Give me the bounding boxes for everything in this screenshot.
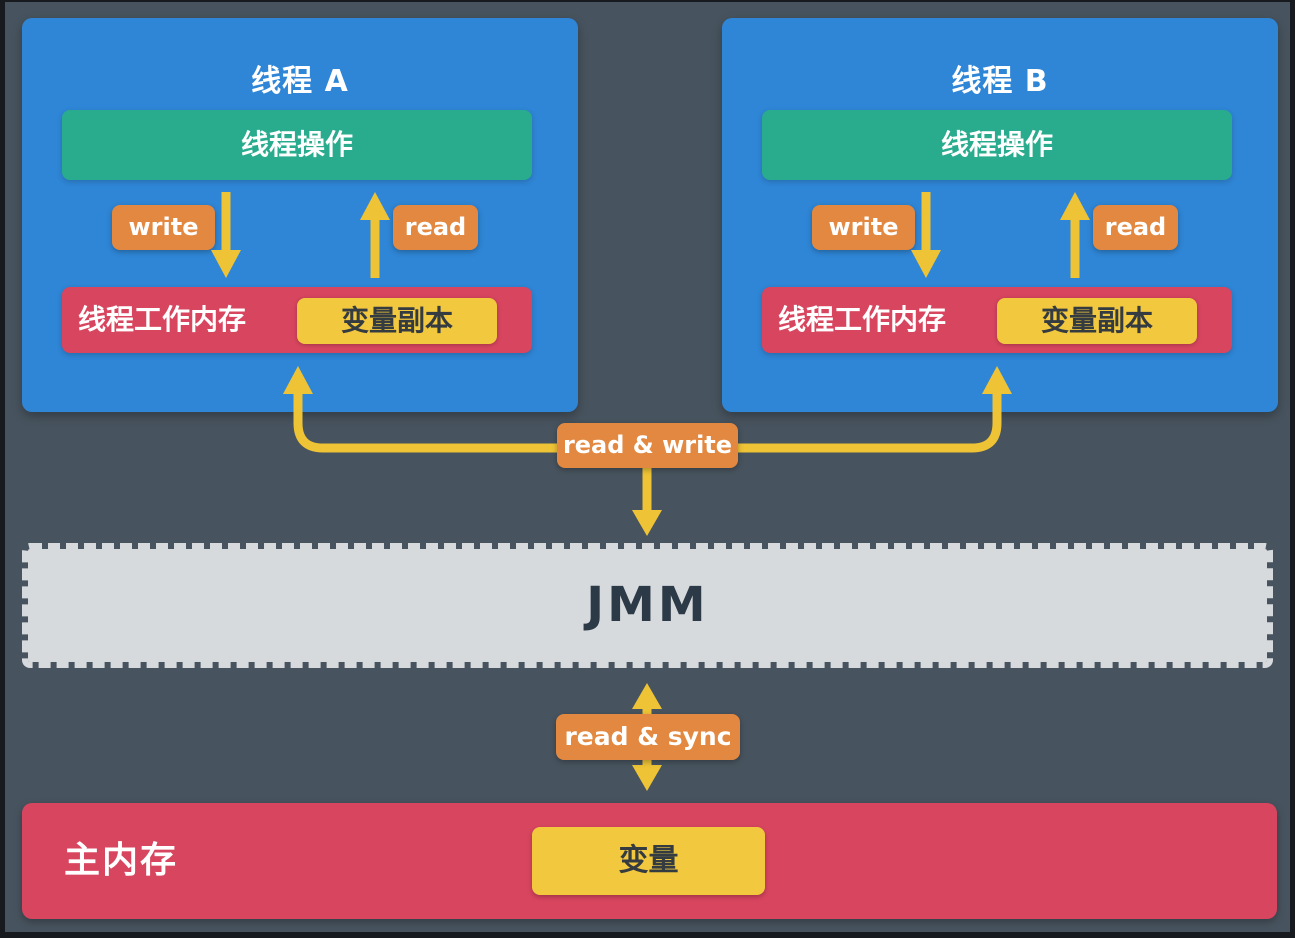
jmm-box: JMM	[22, 543, 1273, 668]
read-write-label: read & write	[557, 423, 738, 468]
thread-b-operation-box: 线程操作	[762, 110, 1232, 180]
thread-a-working-memory-label: 线程工作内存	[78, 303, 247, 336]
thread-a-write-label: write	[112, 205, 215, 250]
read-sync-label: read & sync	[556, 714, 740, 760]
thread-a-working-memory-box: 线程工作内存 变量副本	[62, 287, 532, 353]
thread-a-variable-copy-box: 变量副本	[297, 298, 497, 344]
main-memory-title: 主内存	[64, 840, 179, 881]
thread-b-title: 线程 B	[951, 64, 1049, 99]
thread-a-read-label: read	[393, 205, 478, 250]
thread-b-variable-copy-box: 变量副本	[997, 298, 1197, 344]
thread-b-read-label: read	[1093, 205, 1178, 250]
main-memory-variable-box: 变量	[532, 827, 765, 895]
thread-a-operation-box: 线程操作	[62, 110, 532, 180]
thread-a-panel: 线程 A 线程操作 write read 线程工作内存 变量副本	[22, 18, 578, 412]
thread-b-working-memory-box: 线程工作内存 变量副本	[762, 287, 1232, 353]
main-memory-box: 主内存 变量	[22, 803, 1277, 919]
thread-b-panel: 线程 B 线程操作 write read 线程工作内存 变量副本	[722, 18, 1278, 412]
thread-b-write-label: write	[812, 205, 915, 250]
thread-a-title: 线程 A	[251, 64, 349, 99]
jmm-label: JMM	[586, 577, 709, 633]
thread-b-working-memory-label: 线程工作内存	[778, 303, 947, 336]
